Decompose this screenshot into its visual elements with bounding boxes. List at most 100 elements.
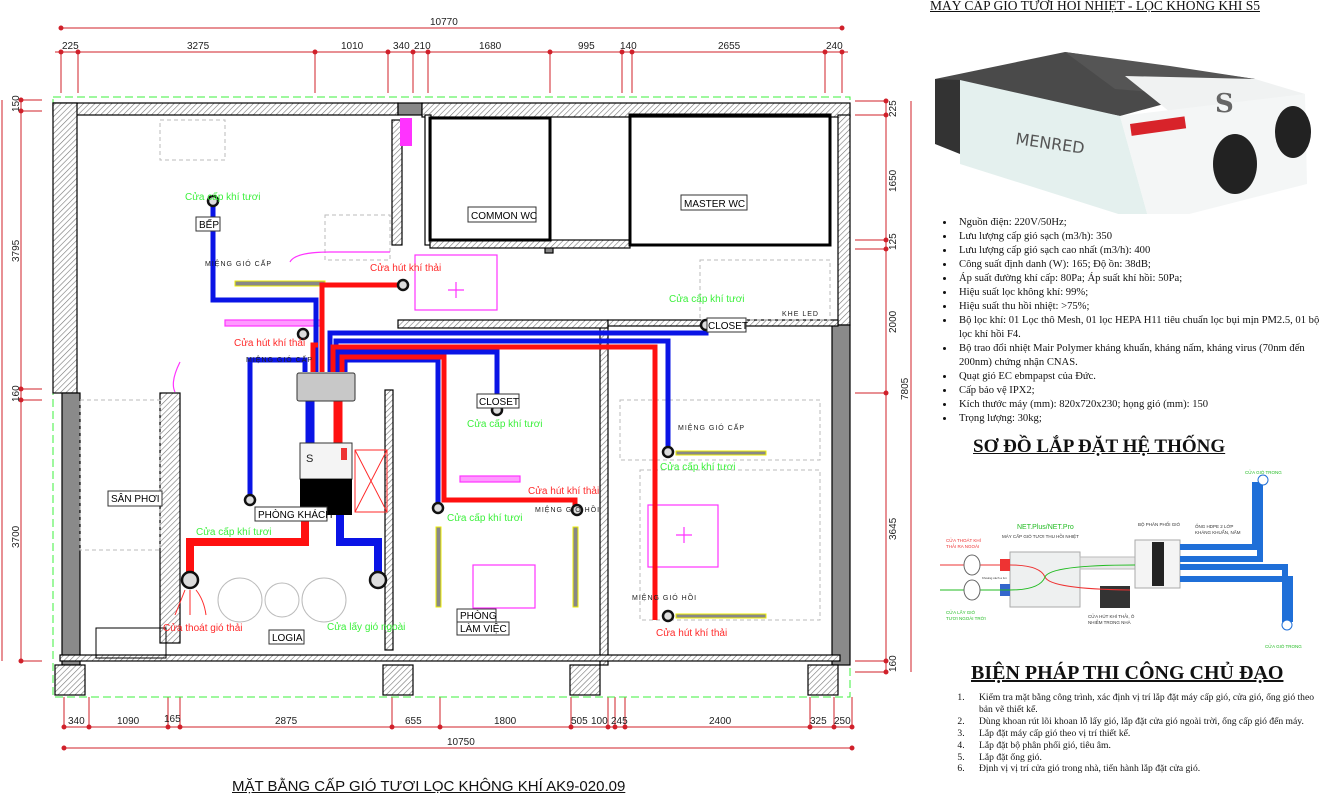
air-vents (180, 194, 713, 623)
spec-item: Kích thước máy (mm): 820x720x230; họng g… (955, 398, 1320, 412)
dim-left: 150 (11, 95, 22, 112)
system-diagram: NET.Plus/NET.Pro MÁY CẤP GIÓ TƯƠI THU HỒ… (940, 469, 1302, 649)
pipe-label-2: KHÁNG KHUẨN, NẤM (1195, 529, 1241, 535)
dim-bottom: 505 (571, 716, 588, 727)
dimension-dot (605, 724, 611, 730)
dimension-dot (86, 724, 92, 730)
dim-top: 1010 (341, 41, 364, 52)
dim-top: 3275 (187, 41, 210, 52)
exhaust-units (172, 251, 719, 609)
dimension-dot (165, 724, 171, 730)
dimension-dot (312, 49, 318, 55)
step-item: Định vị vị trí cửa gió trong nhà, tiến h… (967, 763, 1320, 775)
outlet-top-label: CỬA GIÓ TRONG (1245, 469, 1282, 475)
fresh-in-label-2: TƯƠI NGOÀI TRỜI (946, 615, 986, 621)
spec-item: Lưu lượng cấp gió sạch cao nhất (m3/h): … (955, 244, 1320, 258)
dim-bottom: 340 (68, 716, 85, 727)
dimension-dot (883, 237, 889, 243)
exhaust-label: Cửa hút khí thải (370, 262, 441, 274)
spec-item: Hiệu suất thu hồi nhiệt: >75%; (955, 300, 1320, 314)
dim-top: 2655 (718, 41, 741, 52)
step-item: Dùng khoan rút lõi khoan lỗ lấy gió, lắp… (967, 716, 1320, 728)
step-item: Kiểm tra mặt bằng công trình, xác định v… (967, 692, 1320, 716)
room-bep: BẾP (199, 218, 219, 231)
airflow-arrows (174, 589, 207, 616)
room-closet: CLOSET (708, 321, 748, 332)
dim-top: 1680 (479, 41, 502, 52)
distributor-label: BỘ PHÂN PHỐI GIÓ (1138, 521, 1181, 527)
room-labels: BẾP COMMON WC MASTER WC CLOSET CLOSET SÂ… (107, 194, 818, 645)
dim-bottom: 245 (611, 716, 628, 727)
exhaust-out-label: CỬA THOÁT KHÍ (946, 537, 982, 543)
supply-label: Cửa cấp khí tươi (669, 293, 745, 305)
dimension-dot (622, 724, 628, 730)
exhaust-label: Cửa hút khí thải (528, 485, 599, 497)
dimension-lines (1, 25, 912, 751)
fresh-intake-label: Cửa lấy gió ngoài (327, 621, 405, 633)
room-phong-khach: PHÒNG KHÁCH (258, 508, 332, 521)
supply-label: Cửa cấp khí tươi (196, 526, 272, 538)
dimension-dot (18, 397, 24, 403)
spec-item: Bộ lọc khí: 01 Lọc thô Mesh, 01 lọc HEPA… (955, 314, 1320, 342)
room-phong-lam-viec-2: LÀM VIỆC (460, 622, 507, 635)
dimension-dot (547, 49, 553, 55)
floor-plan: 10770 225 3275 1010 340 210 1680 995 140… (1, 17, 912, 751)
step-item: Lắp đặt ống gió. (967, 752, 1320, 764)
dimension-dot (883, 98, 889, 104)
dim-bottom: 325 (810, 716, 827, 727)
dimension-dot (883, 112, 889, 118)
dimension-dot (629, 49, 635, 55)
spec-item: Bộ trao đổi nhiệt Mair Polymer kháng khu… (955, 342, 1320, 370)
dim-top: 210 (414, 41, 431, 52)
dimension-dot (883, 658, 889, 664)
unit-logo: S (306, 453, 313, 465)
spec-item: Áp suất đường khí cấp: 80Pa; Áp suất khí… (955, 272, 1320, 286)
dim-top: 995 (578, 41, 595, 52)
duct-labels: Cửa cấp khí tươi Cửa cấp khí tươi Cửa cấ… (163, 191, 745, 639)
dim-right: 3645 (888, 517, 899, 540)
grille-return-label: MIỆNG GIÓ HỒI (535, 504, 600, 514)
dim-right: 160 (888, 655, 899, 672)
grille-supply-label: MIỆNG GIÓ CẤP (246, 354, 313, 364)
dim-bottom: 655 (405, 716, 422, 727)
spec-item: Quạt gió EC ebmpapst của Đức. (955, 370, 1320, 384)
fresh-in-label: CỬA LẤY GIÓ (946, 609, 976, 615)
dimension-dot (389, 724, 395, 730)
dimension-dot (822, 49, 828, 55)
plan-title: MẶT BẰNG CẤP GIÓ TƯƠI LỌC KHÔNG KHÍ AK9-… (232, 778, 626, 795)
dim-right: 2000 (888, 310, 899, 333)
spec-item: Hiệu suất lọc không khí: 99%; (955, 286, 1320, 300)
room-master-wc: MASTER WC (684, 199, 745, 210)
indoor-exhaust-label: CỬA HÚT KHÍ THẢI, Ô (1088, 613, 1135, 619)
exhaust-label: Cửa hút khí thải (234, 337, 305, 349)
shaft-marker (400, 118, 412, 146)
dim-right: 125 (888, 233, 899, 250)
dim-bottom: 1800 (494, 716, 517, 727)
dimension-dot (883, 246, 889, 252)
method-title: BIỆN PHÁP THI CÔNG CHỦ ĐẠO (971, 662, 1284, 684)
grille-return-label: MIỆNG GIÓ HỒI (632, 592, 697, 602)
exhaust-outlet-label: Cửa thoát gió thải (163, 622, 243, 634)
dimension-dot (839, 49, 845, 55)
exhaust-out-label-2: THẢI RA NGOÀI (946, 543, 979, 549)
step-item: Lắp đặt bộ phân phối gió, tiêu âm. (967, 740, 1320, 752)
spec-item: Cấp bảo vệ IPX2; (955, 384, 1320, 398)
spec-list: Nguồn điện: 220V/50Hz; Lưu lượng cấp gió… (925, 216, 1320, 426)
dimension-dot (883, 390, 889, 396)
model-subtitle: MÁY CẤP GIÓ TƯƠI THU HỒI NHIỆT (1002, 532, 1079, 539)
erv-unit: S (299, 442, 353, 515)
dimension-dot (612, 724, 618, 730)
spec-item: Công suất định danh (W): 165; Độ ồn: 38d… (955, 258, 1320, 272)
dimension-dot (18, 658, 24, 664)
product-logo: S (1215, 89, 1234, 119)
system-title: SƠ ĐỒ LẮP ĐẶT HỆ THỐNG (973, 436, 1226, 457)
dim-right: 1650 (888, 169, 899, 192)
dimension-dot (385, 49, 391, 55)
dimension-dot (619, 49, 625, 55)
dim-top: 225 (62, 41, 79, 52)
dim-right-total: 7805 (900, 377, 911, 400)
dim-top-total: 10770 (430, 17, 458, 28)
room-san-phoi: SÂN PHƠI (111, 492, 160, 505)
dimension-dot (410, 49, 416, 55)
dimension-dot (18, 97, 24, 103)
